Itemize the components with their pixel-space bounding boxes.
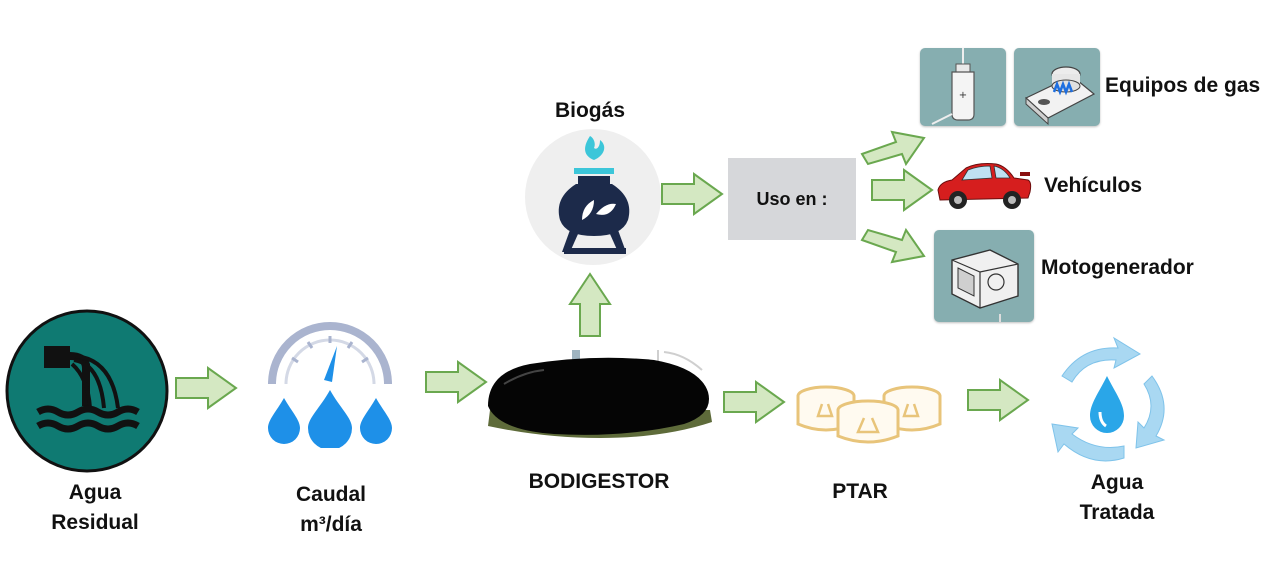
vehiculos-label: Vehículos: [1044, 174, 1143, 197]
motogenerador-label: Motogenerador: [1041, 256, 1194, 279]
arrow-right: [723, 380, 786, 424]
arrow-right: [967, 378, 1030, 422]
wastewater-icon: [5, 309, 169, 473]
ptar-tanks-icon: [796, 385, 942, 444]
arrow-right: [175, 366, 238, 410]
arrow-right: [425, 360, 488, 404]
generator-photo: [934, 230, 1034, 322]
uso-en-box: Uso en :: [728, 158, 856, 240]
generator-icon: [951, 249, 1019, 322]
biodigester-icon: [488, 350, 712, 438]
car-icon: [937, 163, 1032, 209]
uso-en-label: Uso en :: [756, 188, 828, 209]
agua-residual-label: Agua Residual: [51, 481, 139, 534]
arrow-down-right: [860, 227, 926, 264]
arrow-right: [871, 168, 934, 212]
flow-gauge-icon: [268, 322, 392, 448]
agua-tratada-label: Agua Tratada: [1079, 471, 1155, 524]
arrow-right: [661, 172, 724, 216]
arrow-up-right: [860, 130, 926, 167]
equipos-gas-label: Equipos de gas: [1105, 74, 1261, 97]
ptar-label: PTAR: [832, 480, 888, 503]
biogas-label: Biogás: [554, 99, 625, 122]
gas-cylinder-photo: +: [920, 48, 1006, 126]
caudal-label: Caudal m³/día: [295, 483, 366, 536]
recycle-water-icon: [1051, 336, 1166, 462]
svg-text:+: +: [959, 90, 967, 101]
biodigestor-label: BODIGESTOR: [528, 470, 670, 493]
gas-cylinder-icon: +: [931, 48, 975, 125]
arrow-up: [568, 272, 612, 337]
gas-stove-photo: [1014, 48, 1100, 126]
gas-stove-icon: [1024, 66, 1096, 126]
biogas-icon: [525, 129, 661, 265]
